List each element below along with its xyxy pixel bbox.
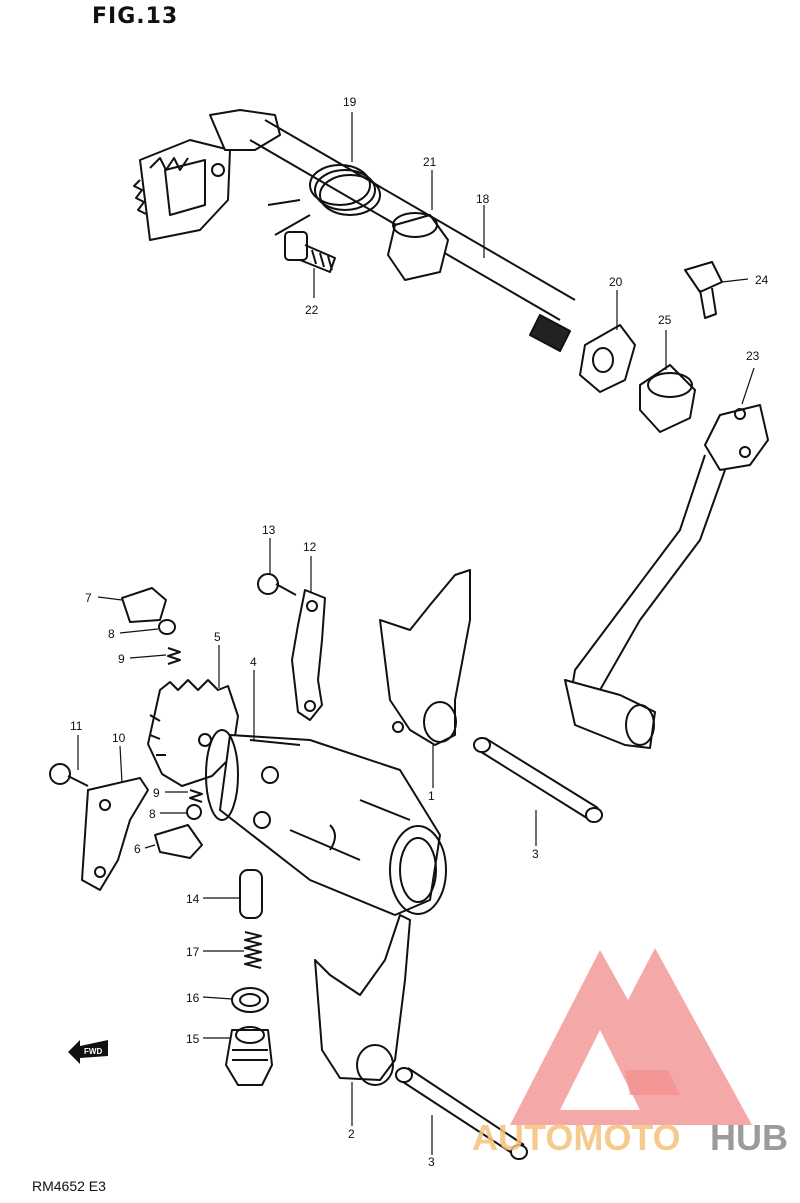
stopper-6 <box>154 824 203 859</box>
bushing-21 <box>387 212 449 281</box>
shift-fork-1 <box>379 569 471 746</box>
callout-7: 7 <box>85 591 92 605</box>
callout-4: 4 <box>250 655 257 669</box>
callout-1: 1 <box>428 789 435 803</box>
spring-9-lower <box>189 789 203 803</box>
watermark-logo: AUTOMOTO HUB <box>472 948 788 1158</box>
stopper-7 <box>121 587 167 623</box>
bolt-24 <box>684 261 723 319</box>
callout-9-upper: 9 <box>118 652 125 666</box>
callout-8-lower: 8 <box>149 807 156 821</box>
callout-25: 25 <box>658 313 672 327</box>
callout-6: 6 <box>134 842 141 856</box>
callout-8-upper: 8 <box>108 627 115 641</box>
callout-12: 12 <box>303 540 317 554</box>
pin-8-upper <box>158 619 176 635</box>
pin-8-lower <box>186 804 202 820</box>
callout-3-upper: 3 <box>532 847 539 861</box>
callout-23: 23 <box>746 349 760 363</box>
gasket-16 <box>231 987 269 1013</box>
shaft-3-lower <box>395 1067 528 1160</box>
neutral-pin-14 <box>239 869 263 919</box>
bushing-25 <box>639 364 696 433</box>
forward-arrow-icon: FWD <box>68 1040 108 1064</box>
callout-14: 14 <box>186 892 200 906</box>
cam-guide-12 <box>291 589 326 721</box>
bolt-22 <box>284 231 336 273</box>
callout-24: 24 <box>755 273 769 287</box>
callout-9-lower: 9 <box>153 786 160 800</box>
gear-shift-lever-23 <box>564 404 769 749</box>
watermark-text-automoto: AUTOMOTO <box>472 1117 681 1158</box>
shaft-3-upper <box>473 737 603 823</box>
callout-5: 5 <box>214 630 221 644</box>
callout-11: 11 <box>70 719 83 733</box>
callout-3-lower: 3 <box>428 1155 435 1169</box>
shift-cam-5 <box>147 679 239 787</box>
figure-title: FIG.13 <box>92 4 179 29</box>
callout-2: 2 <box>348 1127 355 1141</box>
oil-seal-20 <box>579 324 636 393</box>
callout-21: 21 <box>423 155 437 169</box>
spring-9-upper <box>167 647 181 665</box>
callout-17: 17 <box>186 945 200 959</box>
bolt-11 <box>49 763 89 787</box>
shift-fork-2 <box>314 914 411 1086</box>
diagram-code: RM4652 E3 <box>32 1178 106 1194</box>
callout-labels: 19 21 18 22 20 24 25 23 13 12 7 8 9 5 4 … <box>70 95 769 1169</box>
callout-16: 16 <box>186 991 200 1005</box>
watermark-text-hub: HUB <box>710 1117 788 1158</box>
callout-22: 22 <box>305 303 319 317</box>
spring-17 <box>244 931 262 969</box>
leader-lines <box>77 112 755 1155</box>
callout-15: 15 <box>186 1032 200 1046</box>
forward-label: FWD <box>84 1047 102 1056</box>
callout-10: 10 <box>112 731 126 745</box>
plug-15 <box>225 1026 273 1086</box>
spring-19 <box>267 164 381 236</box>
gear-shift-shaft-arm <box>133 109 281 241</box>
callout-13: 13 <box>262 523 276 537</box>
callout-18: 18 <box>476 192 490 206</box>
callout-20: 20 <box>609 275 623 289</box>
gear-shift-cam-drum-4 <box>205 729 447 916</box>
cam-stopper-plate-10 <box>81 777 149 891</box>
callout-19: 19 <box>343 95 357 109</box>
bolt-13 <box>257 573 297 596</box>
